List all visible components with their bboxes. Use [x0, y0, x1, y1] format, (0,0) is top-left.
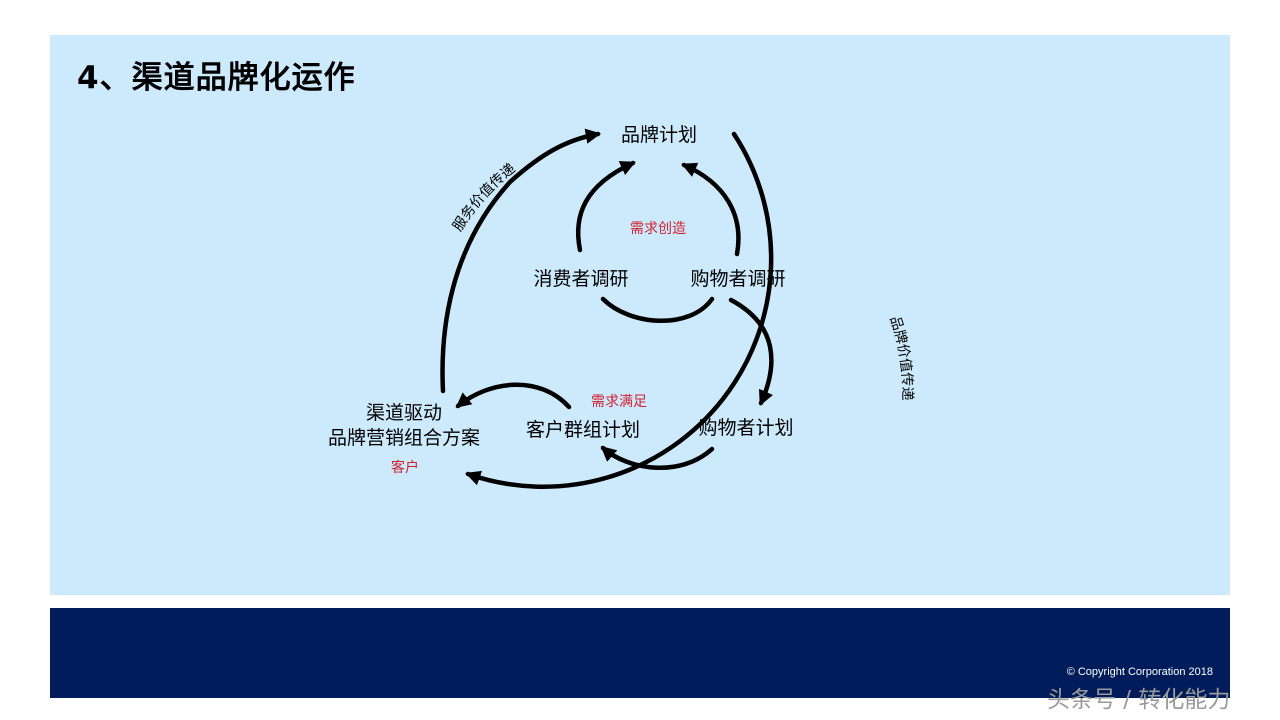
slide-background	[50, 35, 1230, 595]
arrow-shopper-research-to-brand	[681, 162, 741, 257]
arrow-customer-group-to-channel	[455, 382, 572, 410]
arrow-consumer-to-brand	[575, 160, 636, 253]
label-service-value-delivery: 服务价值传递	[450, 161, 519, 235]
node-channel-driven-line2: 品牌营销组合方案	[328, 427, 480, 449]
node-shopper-plan: 购物者计划	[698, 417, 793, 439]
arc-research-link	[600, 296, 715, 323]
node-brand-plan: 品牌计划	[621, 124, 697, 146]
slide-title: 4、渠道品牌化运作	[77, 60, 356, 96]
copyright-text: © Copyright Corporation 2018	[1066, 666, 1213, 678]
node-customer-group-plan: 客户群组计划	[526, 419, 640, 441]
label-demand-creation: 需求创造	[630, 221, 686, 237]
label-customer: 客户	[391, 459, 419, 476]
node-shopper-research: 购物者调研	[690, 268, 785, 290]
label-brand-value-delivery: 品牌价值传递	[886, 314, 915, 400]
arrow-research-to-shopper-plan	[728, 297, 774, 406]
arc-brand-value-delivery	[465, 131, 774, 489]
arrow-shopper-plan-to-customer-group	[600, 445, 715, 470]
arc-service-value-delivery	[440, 128, 602, 394]
node-channel-driven-line1: 渠道驱动	[366, 402, 442, 424]
label-demand-satisfaction: 需求满足	[591, 394, 647, 410]
watermark-text: 头条号 / 转化能力	[1047, 687, 1231, 713]
node-consumer-research: 消费者调研	[533, 268, 628, 290]
footer-bar: © Copyright Corporation 2018	[50, 608, 1230, 698]
